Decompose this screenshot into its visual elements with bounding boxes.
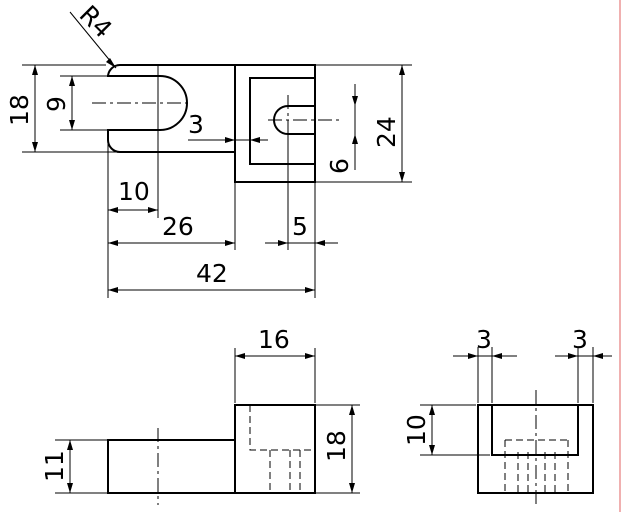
front-view <box>107 404 316 505</box>
dim-11: 11 <box>40 450 69 482</box>
side-view <box>477 390 594 505</box>
dim-6-arrows <box>352 96 358 144</box>
dim-24: 24 <box>372 116 401 148</box>
dim-18-front: 18 <box>322 430 351 462</box>
top-view <box>92 64 340 183</box>
side-hidden-lines <box>504 439 569 493</box>
dim-3l-arrows <box>468 353 502 359</box>
front-hidden-slot <box>269 450 301 493</box>
dim-3-side-left: 3 <box>476 325 492 354</box>
dim-18: 18 <box>5 94 34 126</box>
base-plate-outline <box>107 64 236 153</box>
dim-10s-arrows <box>429 405 435 455</box>
dimensions: R4 18 9 3 24 6 10 <box>5 0 612 494</box>
dim-3-side-right: 3 <box>572 325 588 354</box>
dim-10: 10 <box>118 177 150 206</box>
front-base-outline <box>107 439 236 494</box>
r4-leader <box>69 11 117 69</box>
dim-3r-arrows <box>568 353 603 359</box>
dim-5: 5 <box>292 212 308 241</box>
r4-arrowhead <box>106 58 116 68</box>
dim-16-arrows <box>235 353 315 359</box>
dim-10-arrows <box>108 207 158 213</box>
side-inner-walls <box>491 404 579 456</box>
dim-18-arrows <box>32 65 38 152</box>
dim-r4: R4 <box>74 0 118 44</box>
front-block-outline <box>234 404 316 494</box>
dim-6: 6 <box>325 158 354 174</box>
front-hidden-pocket <box>249 405 315 451</box>
dim-5-arrows <box>278 240 325 246</box>
dim-18f-arrows <box>349 405 355 493</box>
block-pocket <box>249 77 316 165</box>
dim-3-arrows <box>225 137 260 143</box>
dim-26: 26 <box>162 212 194 241</box>
dim-10-side: 10 <box>402 414 431 446</box>
dim-3-top: 3 <box>188 110 204 139</box>
dim-16: 16 <box>258 325 290 354</box>
dim-9: 9 <box>42 96 71 112</box>
dim-42: 42 <box>196 259 228 288</box>
